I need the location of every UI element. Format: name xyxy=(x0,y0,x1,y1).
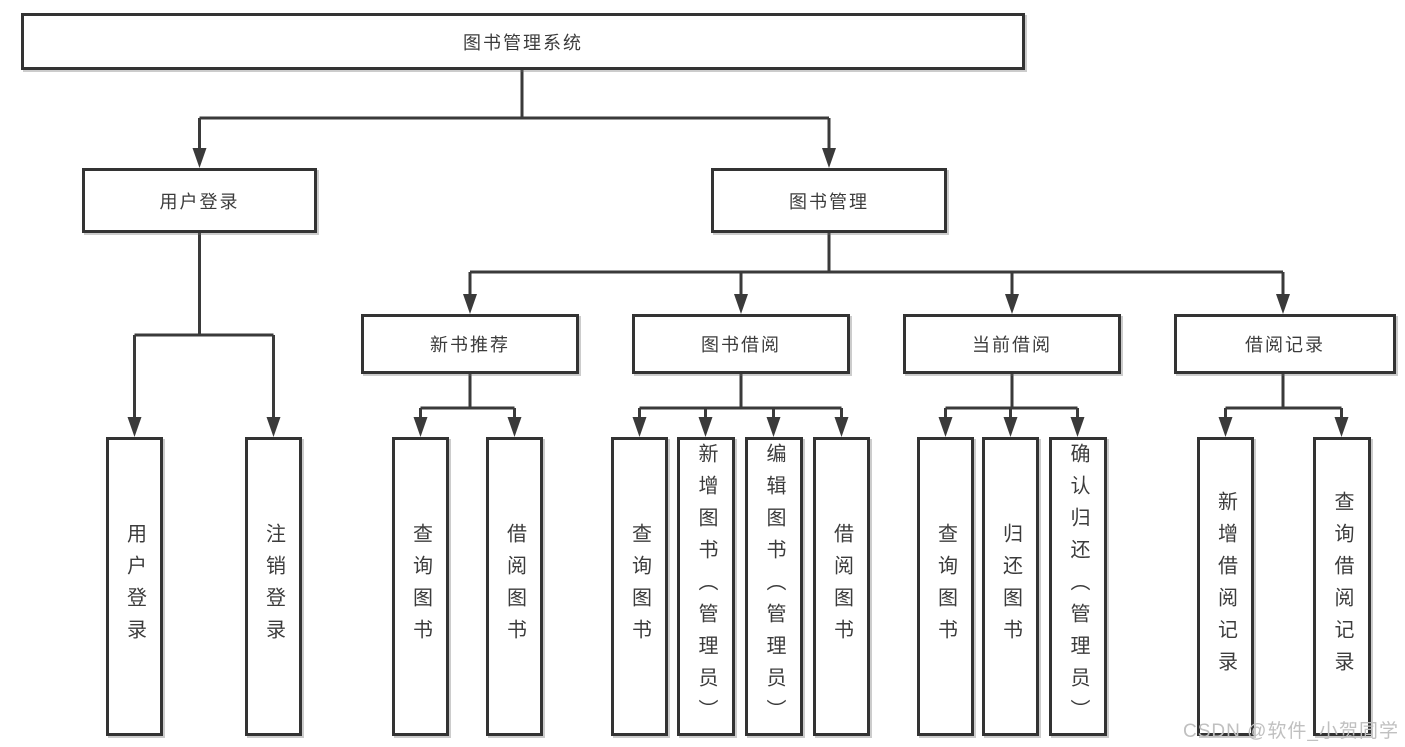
leaf-borrowing-add-books: 新增图书（管理员） xyxy=(677,437,735,736)
connector-borrowing-to-leaves xyxy=(638,374,843,419)
arrowheads-root-to-level2 xyxy=(192,148,836,168)
node-current-borrowing-label: 当前借阅 xyxy=(972,335,1052,355)
leaf-current-query-books: 查询图书 xyxy=(917,437,974,736)
leaf-current-confirm-return: 确认归还（管理员） xyxy=(1049,437,1107,736)
node-user-login: 用户登录 xyxy=(82,168,317,233)
node-book-management-label: 图书管理 xyxy=(789,191,869,212)
arrowheads-borrowing-to-leaves xyxy=(632,417,849,437)
leaf-borrowing-query-books: 查询图书 xyxy=(611,437,668,736)
node-borrowing-records: 借阅记录 xyxy=(1174,314,1396,374)
leaf-recommend-borrow-books-label: 借阅图书 xyxy=(503,522,526,651)
node-root-label: 图书管理系统 xyxy=(463,32,583,53)
leaf-borrowing-borrow-books: 借阅图书 xyxy=(813,437,870,736)
leaf-recommend-query-books: 查询图书 xyxy=(392,437,449,736)
leaf-borrowing-query-books-label: 查询图书 xyxy=(628,522,651,651)
leaf-current-query-books-label: 查询图书 xyxy=(934,522,957,651)
leaf-user-login: 用户登录 xyxy=(106,437,163,736)
arrowheads-current-to-leaves xyxy=(938,417,1085,437)
node-new-book-recommend: 新书推荐 xyxy=(361,314,579,374)
leaf-user-login-label: 用户登录 xyxy=(123,522,146,651)
node-book-borrowing-label: 图书借阅 xyxy=(701,335,781,355)
connector-recommend-to-leaves xyxy=(419,374,516,419)
connector-records-to-leaves xyxy=(1224,374,1343,419)
csdn-watermark: CSDN @软件_小贺同学 xyxy=(1183,721,1399,742)
leaf-borrowing-edit-books: 编辑图书（管理员） xyxy=(745,437,803,736)
connector-root-to-level2 xyxy=(198,70,831,150)
leaf-current-return-books-label: 归还图书 xyxy=(999,522,1022,651)
leaf-current-confirm-return-label: 确认归还（管理员） xyxy=(1067,442,1089,731)
node-user-login-label: 用户登录 xyxy=(159,191,240,212)
node-root: 图书管理系统 xyxy=(21,13,1025,70)
leaf-recommend-query-books-label: 查询图书 xyxy=(409,522,432,651)
node-book-management: 图书管理 xyxy=(711,168,947,233)
leaf-current-return-books: 归还图书 xyxy=(982,437,1039,736)
leaf-records-query-record: 查询借阅记录 xyxy=(1313,437,1371,736)
node-borrowing-records-label: 借阅记录 xyxy=(1245,335,1325,355)
leaf-borrowing-add-books-label: 新增图书（管理员） xyxy=(695,442,717,731)
connector-userlogin-to-leaves xyxy=(133,233,275,419)
node-current-borrowing: 当前借阅 xyxy=(903,314,1121,374)
leaf-records-add-record-label: 新增借阅记录 xyxy=(1214,490,1237,683)
arrowheads-recommend-to-leaves xyxy=(413,417,522,437)
arrowheads-records-to-leaves xyxy=(1218,417,1349,437)
arrowheads-bookmgmt-to-level3 xyxy=(463,294,1290,314)
leaf-borrowing-edit-books-label: 编辑图书（管理员） xyxy=(763,442,785,731)
leaf-logout-label: 注销登录 xyxy=(262,522,285,651)
leaf-logout: 注销登录 xyxy=(245,437,302,736)
node-book-borrowing: 图书借阅 xyxy=(632,314,850,374)
leaf-borrowing-borrow-books-label: 借阅图书 xyxy=(830,522,853,651)
leaf-recommend-borrow-books: 借阅图书 xyxy=(486,437,543,736)
connector-current-to-leaves xyxy=(944,374,1079,419)
leaf-records-add-record: 新增借阅记录 xyxy=(1197,437,1254,736)
leaf-records-query-record-label: 查询借阅记录 xyxy=(1331,490,1353,683)
node-new-book-recommend-label: 新书推荐 xyxy=(430,335,510,355)
connector-bookmgmt-to-level3 xyxy=(468,233,1285,296)
arrowheads-userlogin-to-leaves xyxy=(127,417,281,437)
